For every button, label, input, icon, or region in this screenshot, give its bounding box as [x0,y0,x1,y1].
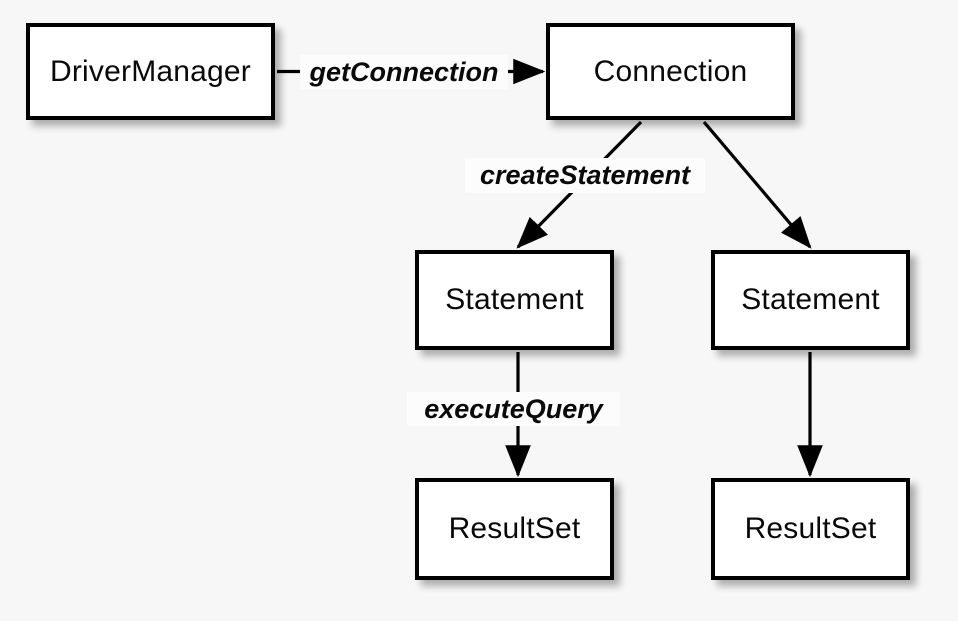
node-connection-label: Connection [593,54,748,88]
edge-label-create-statement: createStatement [465,158,705,193]
node-resultset-left-label: ResultSet [448,512,581,545]
node-statement-right[interactable]: Statement [711,250,910,350]
node-connection[interactable]: Connection [546,23,795,120]
node-statement-left[interactable]: Statement [415,250,614,350]
node-resultset-left[interactable]: ResultSet [415,478,614,580]
node-statement-right-label: Statement [741,283,880,316]
node-driver-manager-label: DriverManager [50,54,251,88]
edge-label-execute-query: executeQuery [407,392,620,426]
node-resultset-right-label: ResultSet [744,512,877,545]
edge-create-statement-2-line [702,120,812,249]
node-statement-left-label: Statement [445,283,584,316]
node-resultset-right[interactable]: ResultSet [711,478,910,580]
edge-label-get-connection: getConnection [300,55,508,89]
node-driver-manager[interactable]: DriverManager [26,23,275,120]
